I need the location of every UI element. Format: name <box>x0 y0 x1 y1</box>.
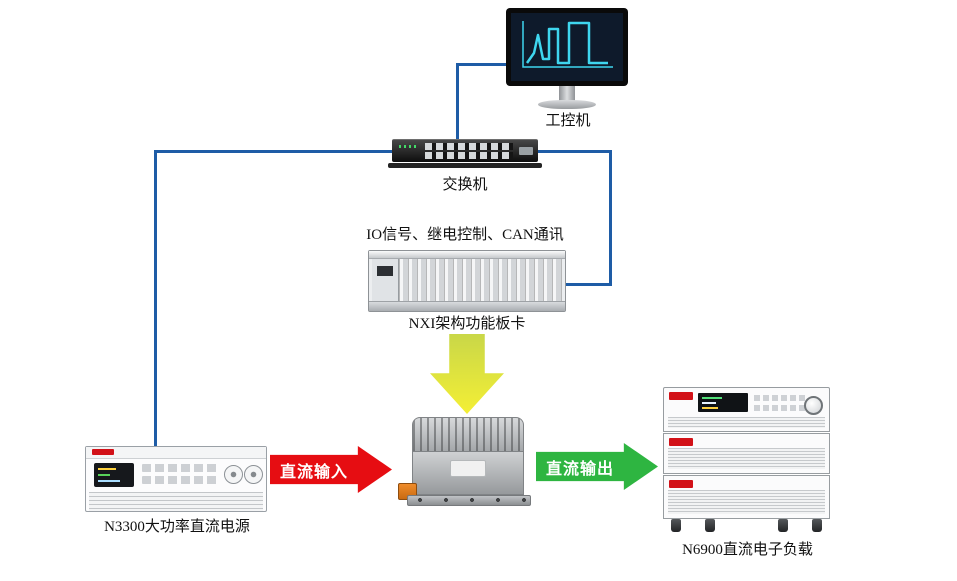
n3300-button-row-2 <box>142 476 218 484</box>
n6900-brand-logo <box>669 392 693 400</box>
monitor-base <box>538 100 596 109</box>
n3300-output-socket-1 <box>224 465 243 484</box>
n6900-button-row-2 <box>754 405 806 411</box>
screen-waveform-chart <box>511 13 623 81</box>
n6900-unit-bottom <box>663 475 830 519</box>
n6900-display <box>698 393 748 412</box>
n6900-top-unit-vents <box>668 417 825 428</box>
cable-switch-to-nxi-horizontal <box>538 150 612 153</box>
cable-switch-to-nxi-vertical <box>609 150 612 286</box>
n6900-unit-top <box>663 387 830 432</box>
n3300-vent-grille <box>89 492 263 511</box>
control-signal-arrow <box>430 334 504 414</box>
label-network-switch: 交换机 <box>442 177 488 193</box>
n3300-brand-logo <box>92 449 114 455</box>
switch-base <box>388 163 542 168</box>
dut-front-face <box>398 451 524 500</box>
switch-badge <box>519 147 533 155</box>
nxi-card-slots <box>372 259 562 301</box>
dut-heatsink-fins <box>412 417 524 451</box>
n3300-output-socket-2 <box>244 465 263 484</box>
nxi-controller-module <box>372 259 399 301</box>
nxi-top-rail <box>369 251 565 259</box>
n6900-brand-logo <box>669 480 693 488</box>
n6900-unit-middle <box>663 433 830 474</box>
dut-nameplate <box>451 461 485 476</box>
n3300-dc-power-supply <box>85 446 267 512</box>
dc-input-arrow: 直流输入 <box>270 446 392 493</box>
nxi-bottom-rail <box>369 301 565 311</box>
n3300-front-panel <box>86 459 266 491</box>
n3300-button-row-1 <box>142 464 218 472</box>
switch-led-indicators <box>399 145 419 148</box>
dut-mounting-flange <box>407 495 531 506</box>
network-switch <box>388 139 542 168</box>
industrial-pc-monitor <box>506 8 628 109</box>
switch-port-row-1 <box>425 143 513 150</box>
dc-input-label: 直流输入 <box>279 463 348 481</box>
caster-wheel <box>705 519 715 532</box>
n6900-middle-unit-vents <box>668 448 825 469</box>
label-nxi-chassis: NXI架构功能板卡 <box>408 316 526 332</box>
n6900-rotary-knob <box>804 396 823 415</box>
nxi-chassis <box>368 250 566 312</box>
label-industrial-pc: 工控机 <box>545 113 591 129</box>
n6900-bottom-unit-vents <box>668 490 825 514</box>
caster-wheel <box>671 519 681 532</box>
cable-switch-to-n3300-horizontal <box>154 150 392 153</box>
cable-switch-to-n3300-vertical <box>154 150 157 447</box>
n3300-display <box>94 463 134 487</box>
caster-wheel <box>778 519 788 532</box>
switch-port-row-2 <box>425 152 513 159</box>
caption-io-relay-can: IO信号、继电控制、CAN通讯 <box>366 227 564 243</box>
switch-body <box>392 139 538 162</box>
monitor-stand <box>559 86 575 101</box>
cable-pc-to-switch-horizontal <box>456 63 508 66</box>
n6900-electronic-load <box>663 387 830 533</box>
monitor-screen <box>506 8 628 86</box>
cable-pc-to-switch-vertical <box>456 63 459 141</box>
label-n3300: N3300大功率直流电源 <box>104 519 250 535</box>
dc-output-label: 直流输出 <box>545 460 614 478</box>
n6900-casters <box>663 519 830 533</box>
n6900-brand-logo <box>669 438 693 446</box>
n3300-top-strip <box>86 447 266 459</box>
cable-nxi-stub-horizontal <box>564 283 612 286</box>
label-n6900: N6900直流电子负载 <box>682 542 813 558</box>
n6900-button-row-1 <box>754 395 806 401</box>
dc-output-arrow: 直流输出 <box>536 443 658 490</box>
caster-wheel <box>812 519 822 532</box>
dut-converter <box>398 417 531 506</box>
